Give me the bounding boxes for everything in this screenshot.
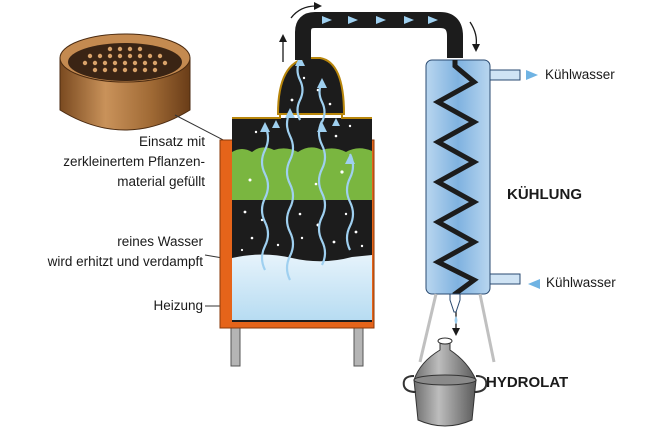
vapor-pipe (295, 11, 463, 60)
hydrolat-label: HYDROLAT (486, 374, 569, 391)
still-legs (230, 325, 364, 367)
vapor-arrowheads (260, 56, 355, 164)
cooling-label: KÜHLUNG (507, 186, 582, 203)
vapor-bubbles (240, 76, 364, 252)
droplet (454, 316, 458, 324)
vapor-arrows (260, 59, 355, 281)
hydrolat-pot (402, 337, 488, 427)
insert-label-line3: material gefüllt (117, 174, 205, 189)
sieve-insert-illustration (59, 33, 191, 131)
heating-label: Heizung (153, 298, 203, 313)
cooling-water-arrows (526, 70, 540, 289)
insert-label-line1: Einsatz mit (138, 134, 205, 149)
condenser (425, 59, 521, 313)
water-label-line2: wird erhitzt und verdampft (47, 254, 203, 269)
insert-label: Einsatz mit zerkleinertem Pflanzen- mate… (30, 132, 205, 192)
insert-label-line2: zerkleinertem Pflanzen- (63, 154, 205, 169)
flow-arrowheads (279, 2, 480, 336)
water-label-line1: reines Wasser (117, 234, 203, 249)
cooling-water-in-label: Kühlwasser (545, 67, 615, 82)
condenser-legs (418, 293, 496, 363)
cooling-water-out-label: Kühlwasser (546, 275, 616, 290)
water-label: reines Wasser wird erhitzt und verdampft (20, 232, 203, 272)
